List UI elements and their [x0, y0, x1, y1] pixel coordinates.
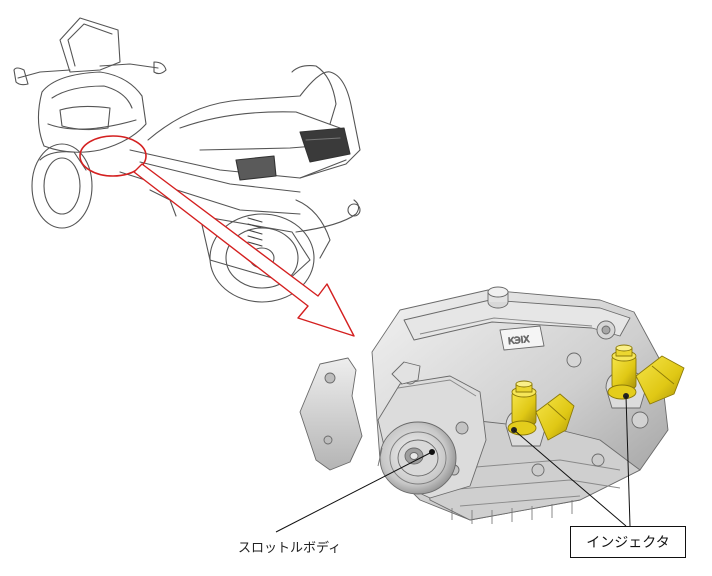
- injector-right: [605, 344, 685, 409]
- label-injector: インジェクタ: [586, 535, 670, 551]
- scooter-drawing: [13, 17, 361, 303]
- leader-injector-right: [625, 395, 631, 527]
- leader-lines: [275, 395, 631, 533]
- zoom-arrow: [133, 163, 355, 337]
- throttle-assembly: КЭΙХ: [299, 286, 685, 524]
- label-throttle-body: スロットルボディ: [238, 541, 342, 556]
- svg-text:КЭΙХ: КЭΙХ: [508, 335, 530, 347]
- leader-throttle: [275, 451, 433, 533]
- label-injector-box: インジェクタ: [570, 526, 686, 558]
- injector-left: [505, 380, 575, 447]
- leader-injector-left: [513, 429, 627, 527]
- highlight-ellipse: [79, 135, 147, 177]
